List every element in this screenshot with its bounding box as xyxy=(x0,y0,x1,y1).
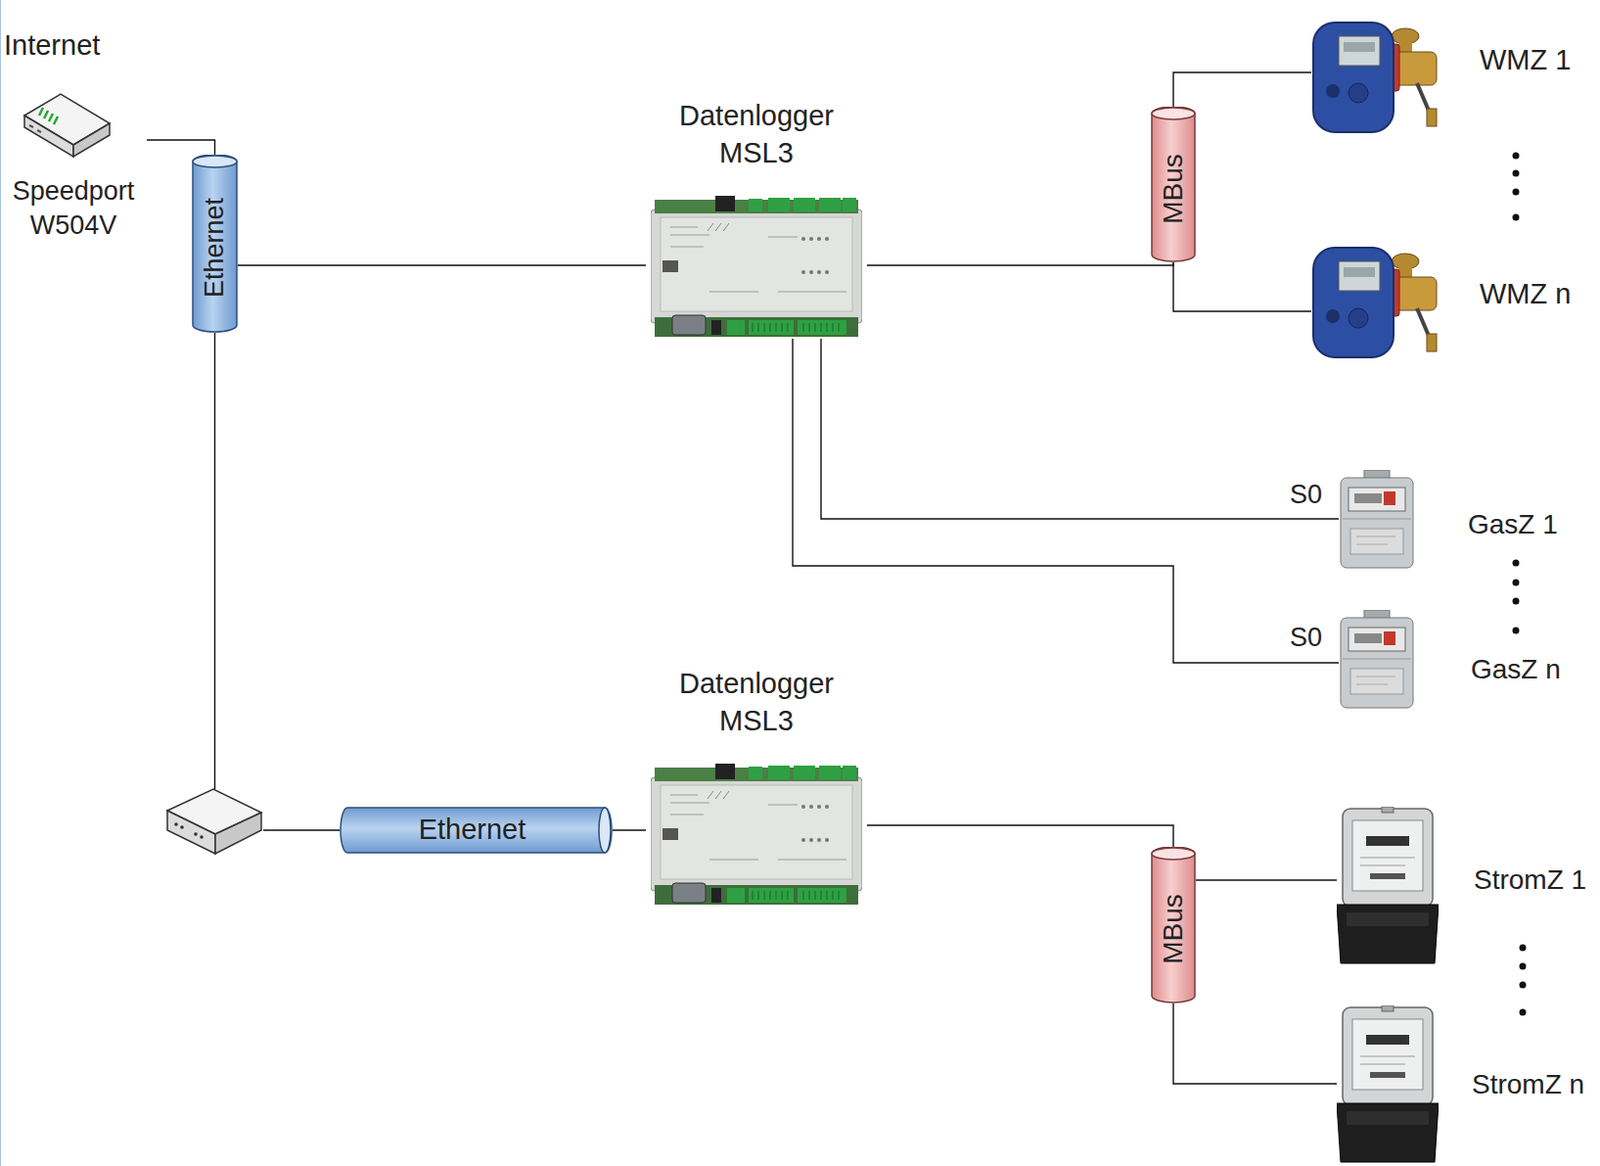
router-node: Speedport W504V xyxy=(0,91,147,253)
electricity-meter: StromZ n xyxy=(1336,1004,1594,1164)
connector xyxy=(821,338,1339,519)
node-label: Ethernet xyxy=(418,811,527,849)
mbus-bus: MBus xyxy=(1150,846,1196,1004)
node-label: Datenlogger MSL3 xyxy=(679,665,834,739)
heat-meter: WMZ 1 xyxy=(1311,11,1578,138)
connector xyxy=(867,262,1174,266)
connector xyxy=(1195,878,1337,880)
node-label: GasZ n xyxy=(1470,651,1561,687)
connector xyxy=(215,332,341,830)
connector xyxy=(1173,72,1312,107)
gas-meter: GasZ n xyxy=(1338,607,1596,712)
datalogger: Datenlogger MSL3 xyxy=(645,97,868,339)
datalogger: Datenlogger MSL3 xyxy=(645,665,868,907)
node-label: MBus xyxy=(1155,153,1191,225)
cylinder-body xyxy=(192,154,237,332)
connector xyxy=(1173,1003,1337,1084)
gas-meter-image xyxy=(1340,609,1414,708)
heat-meter-image xyxy=(1313,247,1437,358)
electricity-meter: StromZ 1 xyxy=(1336,804,1596,966)
signal-label: S0 xyxy=(1287,479,1325,510)
node-label: StromZ 1 xyxy=(1473,862,1587,898)
node-label: WMZ 1 xyxy=(1479,42,1571,80)
connector xyxy=(146,139,216,155)
connector xyxy=(867,824,1174,847)
cylinder-body xyxy=(1151,106,1195,262)
node-label: Datenlogger MSL3 xyxy=(679,97,834,172)
cylinder-body xyxy=(1151,846,1195,1003)
network-label: Internet xyxy=(3,29,100,62)
cylinder-body xyxy=(340,807,612,853)
gas-meter: GasZ 1 xyxy=(1338,467,1596,570)
gas-meter-image xyxy=(1340,469,1414,568)
datalogger-image xyxy=(650,763,863,905)
connector xyxy=(792,338,1339,663)
heat-meter-image xyxy=(1313,22,1437,133)
connector xyxy=(612,828,646,830)
node-label: Ethernet xyxy=(197,197,232,298)
connector xyxy=(237,264,646,266)
node-label: MBus xyxy=(1155,893,1191,964)
node-label: GasZ 1 xyxy=(1467,506,1558,543)
page-border xyxy=(0,0,1,1166)
electricity-meter-image xyxy=(1336,1005,1439,1162)
ethernet-bus: Ethernet xyxy=(339,806,613,854)
mbus-bus: MBus xyxy=(1150,106,1196,263)
router-icon xyxy=(24,93,110,157)
signal-label: S0 xyxy=(1287,622,1325,653)
node-label: WMZ n xyxy=(1479,275,1571,314)
heat-meter: WMZ n xyxy=(1311,239,1578,366)
node-label: StromZ n xyxy=(1471,1066,1585,1102)
electricity-meter-image xyxy=(1336,806,1439,963)
node-label: Speedport W504V xyxy=(12,174,136,243)
switch-icon xyxy=(167,788,262,854)
ethernet-bus: Ethernet xyxy=(191,154,238,333)
connector xyxy=(1173,262,1312,312)
datalogger-image xyxy=(650,195,863,337)
